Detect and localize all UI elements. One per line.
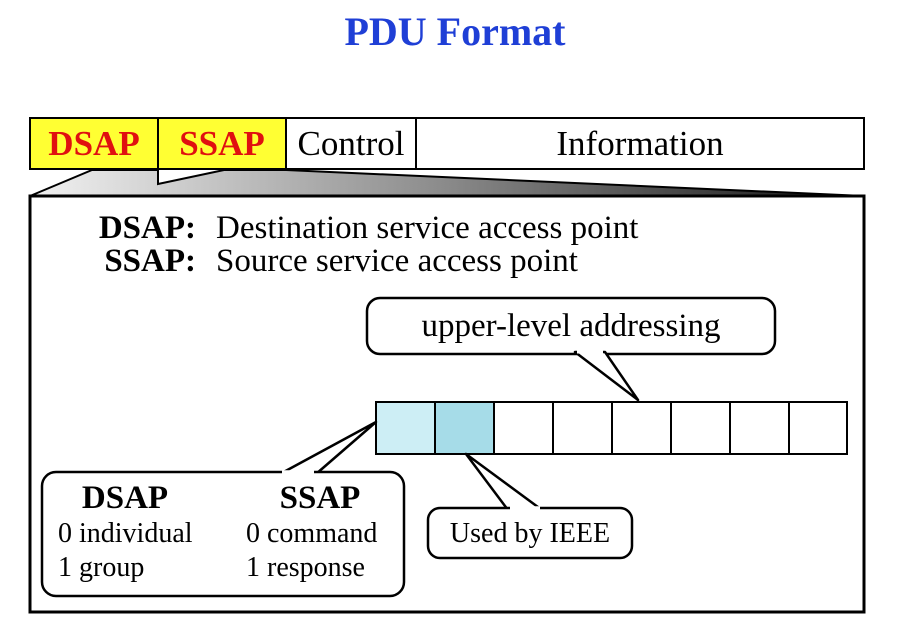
definitions: DSAP: Destination service access point S… (99, 210, 639, 279)
callout-ieee: Used by IEEE (426, 452, 634, 560)
bit-cell-3 (493, 401, 554, 455)
bit-meaning-pointer (278, 420, 378, 476)
bit-meaning-ssap-value-0: 0 command (246, 518, 377, 549)
callout-upper-box (365, 296, 777, 356)
bit-cell-7 (729, 401, 790, 455)
callout-upper-pointer (573, 350, 640, 402)
field-control-label: Control (298, 124, 405, 163)
definition-meaning-ssap: Source service access point (216, 243, 578, 279)
bit-meaning-callout: DSAP SSAP 0 individual 1 group 0 command… (40, 420, 406, 598)
definition-meaning-dsap: Destination service access point (216, 210, 638, 246)
bit-cell-5 (611, 401, 672, 455)
definition-term-dsap: DSAP: (99, 210, 196, 246)
field-control-box (285, 117, 417, 170)
field-information-label: Information (556, 124, 723, 163)
bit-meaning-ssap-heading: SSAP (280, 480, 361, 516)
page-title: PDU Format (344, 9, 566, 54)
detail-panel (28, 194, 866, 614)
bit-cell-4 (552, 401, 613, 455)
bit-meaning-dsap-value-1: 1 group (58, 552, 144, 583)
field-dsap-box (29, 117, 159, 170)
callout-ieee-text: Used by IEEE (450, 518, 610, 549)
bit-meaning-ssap-value-1: 1 response (246, 552, 365, 583)
bit-meaning-box (40, 470, 406, 598)
callout-upper-level: upper-level addressing (365, 296, 777, 402)
bit-cell-1 (375, 401, 436, 455)
bit-meaning-dsap-value-0: 0 individual (58, 518, 193, 549)
bit-cell-8 (788, 401, 848, 455)
field-information-box (415, 117, 865, 170)
pdu-header: DSAP SSAP Control Information (29, 117, 865, 170)
zoom-wedge (29, 169, 865, 197)
callout-ieee-pointer (464, 452, 544, 512)
definition-term-ssap: SSAP: (104, 243, 196, 279)
field-ssap-box (157, 117, 287, 170)
bit-field (375, 401, 848, 455)
field-ssap-label: SSAP (179, 124, 265, 163)
bit-cell-2 (434, 401, 495, 455)
bit-cell-6 (670, 401, 731, 455)
field-dsap-label: DSAP (48, 124, 139, 163)
bit-meaning-dsap-heading: DSAP (82, 480, 168, 516)
callout-upper-text: upper-level addressing (422, 308, 721, 344)
